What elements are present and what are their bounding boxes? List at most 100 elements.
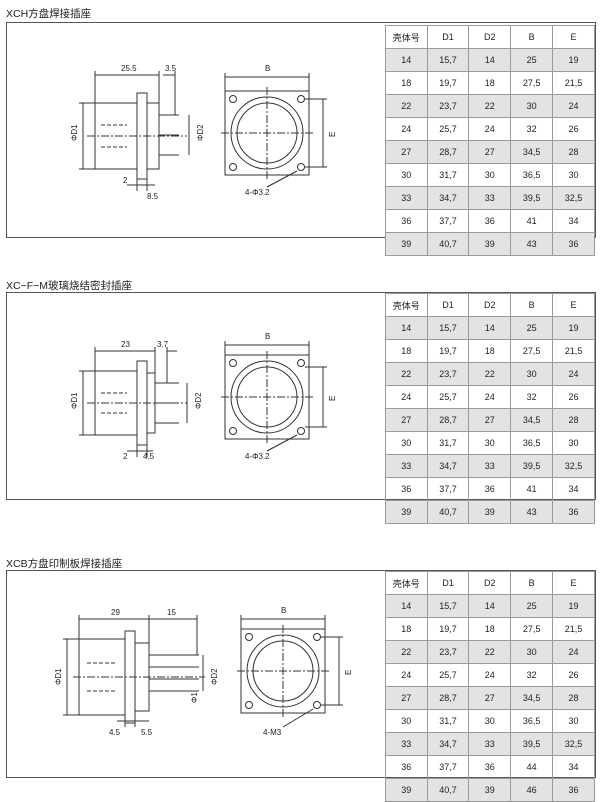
cell: 33	[468, 732, 512, 756]
cell: 18	[468, 71, 512, 95]
cell: 22	[385, 94, 428, 118]
cell: 41	[510, 209, 554, 233]
cell: 18	[385, 617, 428, 641]
header-shell: 壳体号	[385, 293, 428, 317]
header-b: B	[510, 293, 554, 317]
cell: 23,7	[426, 94, 470, 118]
cell: 34	[552, 755, 595, 779]
cell: 34,5	[510, 140, 554, 164]
cell: 25	[510, 316, 554, 340]
cell: 22	[385, 362, 428, 386]
cell: 32,5	[552, 732, 595, 756]
cell: 24	[552, 362, 595, 386]
cell: 37,7	[426, 755, 470, 779]
cell: 31,7	[426, 709, 470, 733]
cell: 14	[468, 48, 512, 72]
cell: 34	[552, 209, 595, 233]
cell: 44	[510, 755, 554, 779]
cell: 23,7	[426, 362, 470, 386]
cell: 40,7	[426, 500, 470, 524]
cell: 36	[385, 209, 428, 233]
cell: 39	[385, 232, 428, 256]
cell: 32,5	[552, 454, 595, 478]
cell: 15,7	[426, 48, 470, 72]
dim-holes: 4-Φ3.2	[245, 452, 270, 461]
dim-bot-a: 4.5	[109, 728, 121, 737]
cell: 28	[552, 686, 595, 710]
cell: 36,5	[510, 431, 554, 455]
cell: 39,5	[510, 732, 554, 756]
cell: 33	[385, 732, 428, 756]
panel-xch: 25.5 3.5 ΦD1 ΦD2 B E 2 8.5 4-Φ3.2 壳体号 D1…	[6, 22, 596, 256]
cell: 33	[385, 186, 428, 210]
dim-d1: ΦD1	[54, 668, 63, 685]
cell: 27	[385, 140, 428, 164]
cell: 30	[385, 163, 428, 187]
dim-bot-a: 2	[123, 452, 128, 461]
cell: 28,7	[426, 686, 470, 710]
cell: 28,7	[426, 408, 470, 432]
cell: 34,5	[510, 408, 554, 432]
cell: 39,5	[510, 454, 554, 478]
cell: 37,7	[426, 209, 470, 233]
panel-xcfm: 23 3.7 ΦD1 ΦD2 B E 2 4.5 4-Φ3.2 壳体号 D1 D…	[6, 292, 596, 524]
cell: 24	[468, 117, 512, 141]
cell: 27	[468, 686, 512, 710]
drawing-xcb: 29 15 ΦD1 ΦD2 Φ1 B E 4.5 5.5 4-M3	[54, 606, 353, 737]
cell: 33	[468, 186, 512, 210]
cell: 19	[552, 594, 595, 618]
section-title-xch: XCH方盘焊接插座	[6, 8, 92, 20]
cell: 14	[468, 316, 512, 340]
cell: 34,7	[426, 732, 470, 756]
header-e: E	[552, 293, 595, 317]
cell: 24	[468, 663, 512, 687]
cell: 36	[552, 500, 595, 524]
cell: 34,7	[426, 454, 470, 478]
dim-e: E	[328, 396, 337, 401]
dim-e: E	[344, 670, 353, 675]
cell: 36,5	[510, 163, 554, 187]
cell: 32	[510, 117, 554, 141]
cell: 37,7	[426, 477, 470, 501]
cell: 22	[385, 640, 428, 664]
cell: 36	[468, 477, 512, 501]
cell: 27	[385, 686, 428, 710]
cell: 24	[385, 385, 428, 409]
dim-top-b: 15	[167, 608, 176, 617]
cell: 43	[510, 500, 554, 524]
header-d1: D1	[426, 25, 470, 49]
header-b: B	[510, 571, 554, 595]
cell: 34,5	[510, 686, 554, 710]
cell: 36	[552, 232, 595, 256]
cell: 27,5	[510, 71, 554, 95]
cell: 30	[385, 431, 428, 455]
cell: 21,5	[552, 617, 595, 641]
cell: 22	[468, 94, 512, 118]
cell: 26	[552, 117, 595, 141]
cell: 15,7	[426, 316, 470, 340]
cell: 14	[385, 316, 428, 340]
cell: 30	[552, 431, 595, 455]
cell: 39	[468, 778, 512, 802]
cell: 32,5	[552, 186, 595, 210]
section-title-xcb: XCB方盘印制板焊接插座	[6, 558, 123, 570]
cell: 19	[552, 316, 595, 340]
cell: 28	[552, 408, 595, 432]
